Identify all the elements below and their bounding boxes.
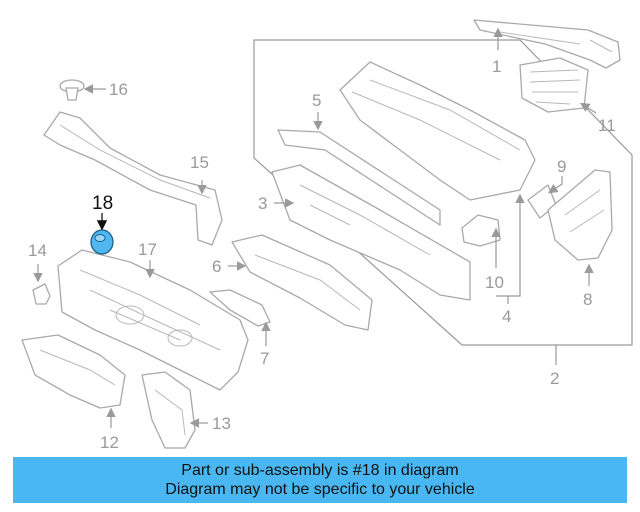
part-5	[339, 61, 536, 201]
callout-13: 13	[212, 414, 231, 433]
callout-17: 17	[138, 240, 157, 259]
leader-lines	[33, 27, 597, 428]
info-banner: Part or sub-assembly is #18 in diagram D…	[13, 457, 627, 503]
callout-6: 6	[212, 257, 221, 276]
callout-5: 5	[312, 91, 321, 110]
callout-8: 8	[583, 290, 592, 309]
part-11	[519, 57, 589, 113]
part-14	[32, 283, 51, 305]
part-15	[43, 111, 223, 246]
callout-15: 15	[190, 153, 209, 172]
callout-16: 16	[109, 80, 128, 99]
callout-2: 2	[550, 369, 559, 388]
part-16	[59, 79, 85, 101]
callout-11: 11	[598, 116, 616, 135]
banner-line-2: Diagram may not be specific to your vehi…	[165, 481, 475, 498]
callout-7: 7	[260, 349, 269, 368]
callout-4: 4	[502, 307, 511, 326]
callout-12: 12	[100, 433, 119, 452]
part-18-highlighted	[90, 229, 114, 255]
assembly-2-outline	[253, 39, 633, 346]
part-6	[231, 234, 373, 331]
part-13	[141, 371, 196, 449]
callout-3: 3	[258, 194, 267, 213]
part-17	[57, 249, 249, 391]
callout-9: 9	[557, 157, 566, 176]
parts-diagram: 1 2 3 4 5 6 7 8 9 10 11 12 13 14 15 16 1…	[21, 19, 633, 452]
callout-14: 14	[28, 241, 47, 260]
callout-10: 10	[485, 273, 504, 292]
part-3	[271, 129, 471, 301]
callout-1: 1	[492, 57, 501, 76]
callout-18: 18	[92, 193, 113, 214]
part-12	[21, 334, 126, 409]
part-10	[461, 214, 501, 247]
part-8	[547, 169, 613, 261]
banner-line-1: Part or sub-assembly is #18 in diagram	[181, 462, 459, 479]
